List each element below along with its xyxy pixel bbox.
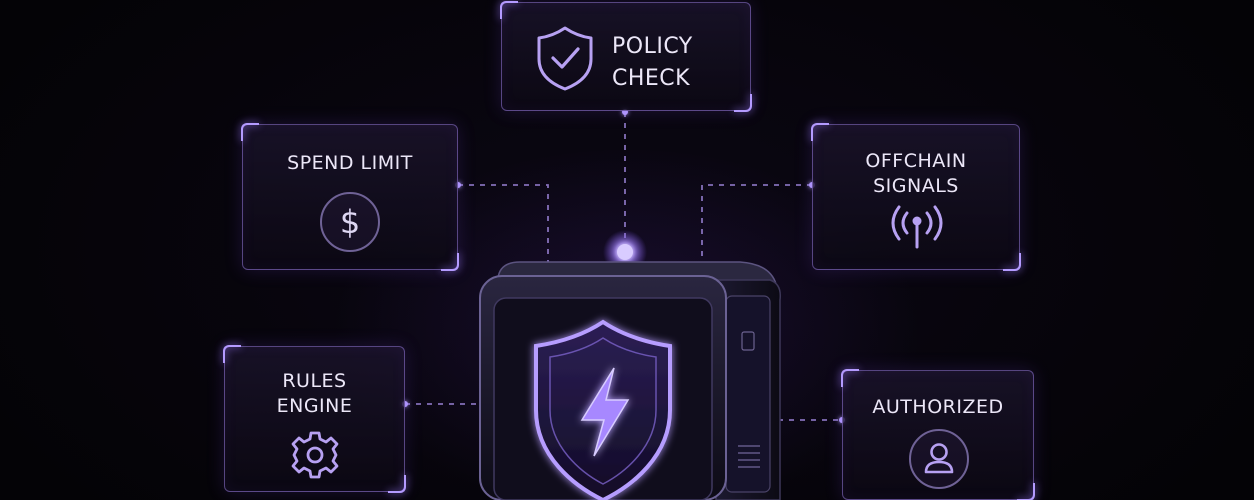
security-device (479, 261, 782, 500)
node-label: SPEND LIMIT (287, 152, 413, 174)
signal-antenna-icon (885, 203, 949, 251)
node-offchain-signals: OFFCHAIN SIGNALS (812, 124, 1020, 270)
gear-icon (287, 427, 343, 483)
node-label: RULES ENGINE (276, 370, 353, 417)
shield-check-icon (532, 23, 598, 93)
node-label: POLICY CHECK (612, 34, 693, 91)
node-policy-check: POLICY CHECK (501, 2, 751, 111)
user-icon (907, 427, 971, 491)
dollar-icon: $ (319, 191, 381, 253)
node-spend-limit: SPEND LIMIT $ (242, 124, 458, 270)
lightning-icon (580, 367, 630, 457)
svg-text:$: $ (340, 203, 360, 241)
node-label: OFFCHAIN SIGNALS (865, 150, 967, 197)
node-rules-engine: RULES ENGINE (224, 346, 405, 492)
node-label: AUTHORIZED (872, 396, 1004, 418)
node-authorized: AUTHORIZED (842, 370, 1034, 500)
connector-spend (458, 184, 549, 262)
connector-offchain (701, 184, 812, 262)
